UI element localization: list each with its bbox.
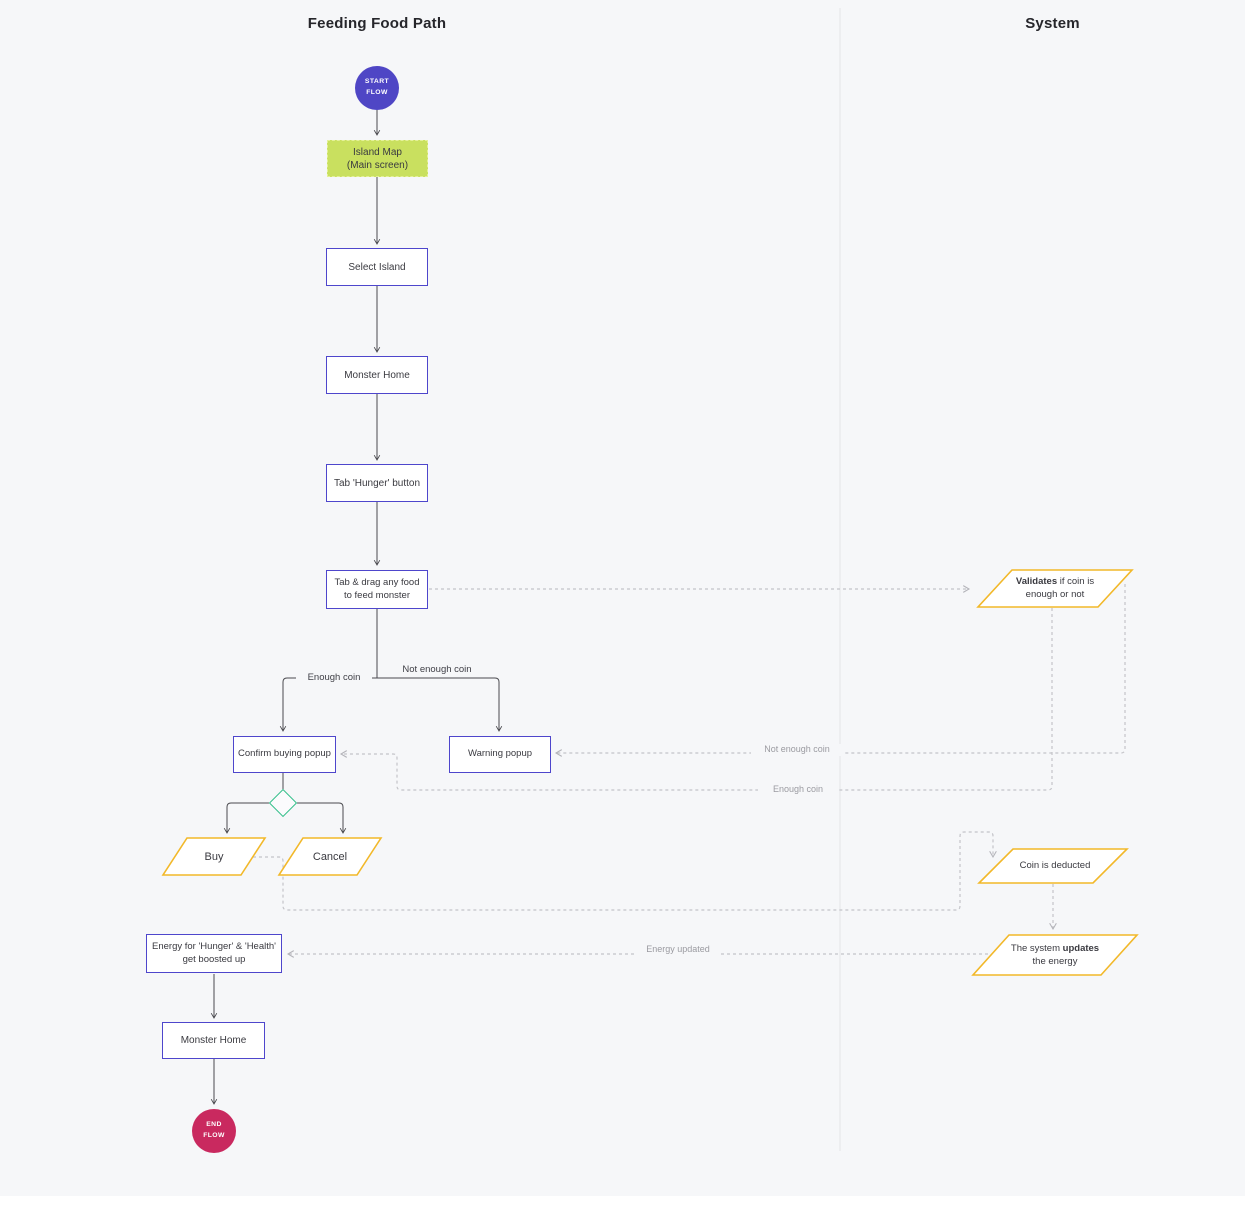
system-updates-parallelogram[interactable] [971, 934, 1139, 976]
coin-deducted-label: Coin is deducted [1019, 859, 1091, 871]
cancel-parallelogram[interactable] [277, 837, 383, 876]
edge-branch-enough-coin [279, 677, 377, 732]
start-flow-node[interactable]: START FLOW [355, 66, 399, 110]
energy-boost-line2: get boosted up [182, 953, 246, 965]
confirm-popup-label: Confirm buying popup [238, 748, 331, 760]
tab-drag-line1: Tab & drag any food [334, 577, 420, 589]
system-updates-label: The system updates the energy [1010, 942, 1100, 967]
buy-label: Buy [204, 850, 224, 863]
bottom-margin [0, 1196, 1245, 1213]
edge-branch-not-enough-coin [377, 677, 503, 732]
edge-label-not-enough-coin-dashed: Not enough coin [751, 744, 843, 756]
island-map-line1: Island Map [353, 146, 402, 158]
tab-hunger-node[interactable]: Tab 'Hunger' button [326, 464, 428, 502]
island-map-node[interactable]: Island Map (Main screen) [327, 140, 428, 177]
edge-label-not-enough-coin-branch: Not enough coin [402, 664, 472, 675]
edge-validates-notenough-to-warning [554, 584, 1126, 757]
start-line2: FLOW [366, 89, 388, 96]
tab-drag-line2: to feed monster [343, 589, 410, 601]
lane-title-system: System [1025, 15, 1080, 32]
cancel-label: Cancel [312, 850, 348, 863]
lane-title-feeding-food-path: Feeding Food Path [307, 15, 447, 32]
warning-popup-label: Warning popup [467, 748, 533, 760]
end-line1: END [206, 1121, 222, 1129]
monster-home-1-label: Monster Home [344, 369, 410, 381]
tab-hunger-label: Tab 'Hunger' button [333, 477, 421, 489]
edge-label-enough-coin-dashed: Enough coin [758, 784, 838, 796]
island-map-line2: (Main screen) [346, 159, 409, 171]
confirm-buying-popup-node[interactable]: Confirm buying popup [233, 736, 336, 773]
start-line1: START [364, 78, 390, 86]
select-island-node[interactable]: Select Island [326, 248, 428, 286]
edge-diamond-to-cancel [297, 802, 347, 834]
end-line2: FLOW [203, 1132, 225, 1139]
validates-parallelogram[interactable] [976, 569, 1134, 608]
edge-label-enough-coin-branch: Enough coin [296, 672, 372, 685]
edge-diamond-to-buy [223, 802, 269, 834]
energy-boost-line1: Energy for 'Hunger' & 'Health' [152, 941, 276, 953]
warning-popup-node[interactable]: Warning popup [449, 736, 551, 773]
end-flow-node[interactable]: END FLOW [192, 1109, 236, 1153]
coin-deducted-parallelogram[interactable] [977, 848, 1129, 884]
monster-home-node-2[interactable]: Monster Home [162, 1022, 265, 1059]
tab-drag-node[interactable]: Tab & drag any food to feed monster [326, 570, 428, 609]
buy-parallelogram[interactable] [161, 837, 267, 876]
energy-boost-node[interactable]: Energy for 'Hunger' & 'Health' get boost… [146, 934, 282, 973]
validates-label: Validates if coin is enough or not [1015, 575, 1095, 600]
monster-home-node-1[interactable]: Monster Home [326, 356, 428, 394]
edge-buy-to-coin-deducted [253, 831, 997, 911]
edge-validates-enough-to-confirm [339, 608, 1053, 791]
edge-label-energy-updated: Energy updated [635, 944, 721, 956]
select-island-label: Select Island [348, 261, 406, 273]
monster-home-2-label: Monster Home [180, 1035, 247, 1046]
